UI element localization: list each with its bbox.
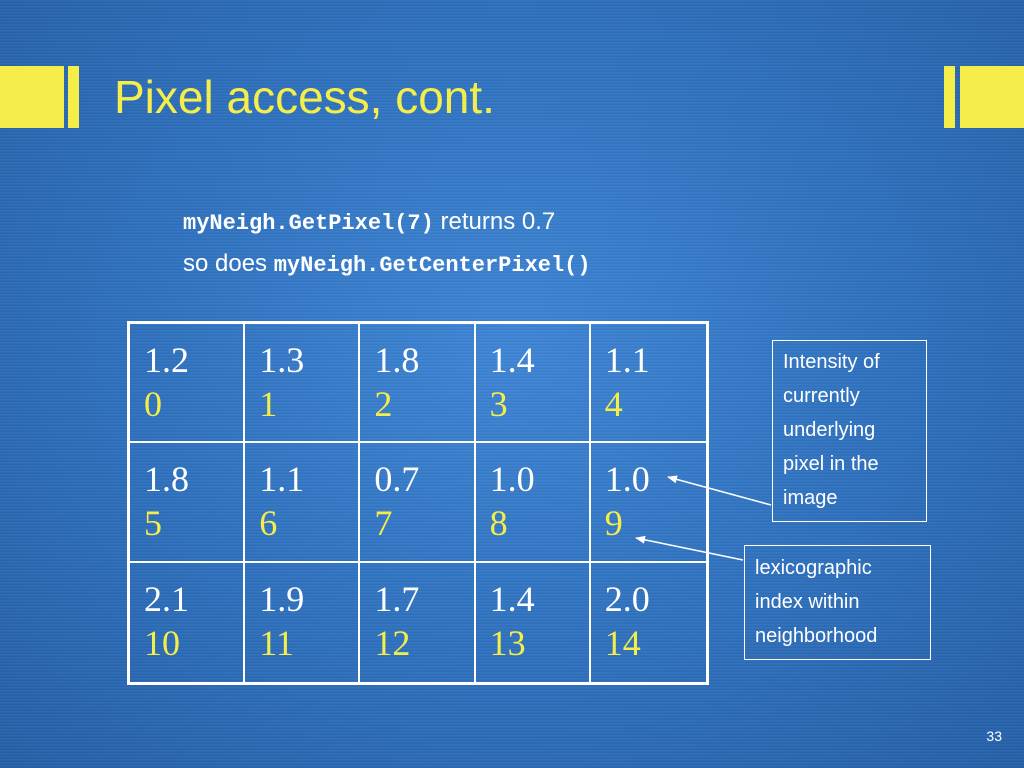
cell-index: 6: [259, 503, 278, 544]
callout-index: lexicographic index within neighborhood: [744, 545, 931, 660]
callout-line: neighborhood: [755, 625, 878, 647]
cell-value: 1.4: [489, 578, 535, 619]
cell-index: 11: [259, 622, 294, 663]
cell-value: 0.7: [374, 459, 420, 500]
cell-value: 1.8: [374, 340, 420, 380]
code-getpixel: myNeigh.GetPixel(7): [183, 211, 434, 236]
cell-value: 1.2: [144, 340, 189, 380]
cell-index: 7: [374, 503, 393, 544]
so-does-text: so does: [183, 250, 274, 277]
cell-value: 2.0: [604, 578, 650, 619]
callout-line: Intensity of: [783, 351, 880, 373]
cell-value: 1.8: [144, 459, 189, 500]
cell-index: 1: [259, 384, 278, 424]
cell-value: 1.1: [604, 340, 650, 380]
cell-index: 5: [144, 503, 162, 544]
cell-index: 12: [374, 622, 411, 663]
title-accent-bar-left: [0, 66, 64, 128]
title-accent-stripe-left: [68, 66, 79, 128]
cell-index: 13: [489, 622, 526, 663]
cell-value: 1.0: [489, 459, 535, 500]
cell-index: 14: [604, 622, 641, 663]
callout-intensity: Intensity of currently underlying pixel …: [772, 340, 927, 522]
code-getcenterpixel: myNeigh.GetCenterPixel(): [273, 253, 591, 278]
cell-index: 9: [604, 503, 623, 544]
cell-value: 1.7: [374, 578, 420, 619]
callout-line: image: [783, 487, 838, 509]
cell-index: 4: [604, 384, 623, 424]
cell-value: 2.1: [144, 578, 189, 619]
cell-value: 1.4: [489, 340, 535, 380]
code-line-getcenterpixel: so does myNeigh.GetCenterPixel(): [183, 250, 591, 278]
cell-value: 1.3: [259, 340, 305, 380]
code-line-getpixel: myNeigh.GetPixel(7) returns 0.7: [183, 208, 555, 236]
cell-index: 3: [489, 384, 508, 424]
title-accent-bar-right: [960, 66, 1024, 128]
cell-index: 2: [374, 384, 393, 424]
callout-line: index within: [755, 591, 860, 613]
cell-index: 10: [144, 622, 180, 663]
slide-title: Pixel access, cont.: [114, 71, 495, 123]
cell-value: 1.9: [259, 578, 305, 619]
cell-index: 0: [144, 384, 162, 424]
callout-line: currently: [783, 385, 860, 407]
callout-line: pixel in the: [783, 453, 879, 475]
cell-index: 8: [489, 503, 508, 544]
callout-line: underlying: [783, 419, 876, 441]
cell-value: 1.0: [604, 459, 650, 500]
callout-line: lexicographic: [755, 557, 872, 579]
cell-value: 1.1: [259, 459, 305, 500]
slide-number: 33: [986, 728, 1002, 744]
title-accent-stripe-right: [944, 66, 955, 128]
returns-text: returns 0.7: [433, 208, 556, 235]
